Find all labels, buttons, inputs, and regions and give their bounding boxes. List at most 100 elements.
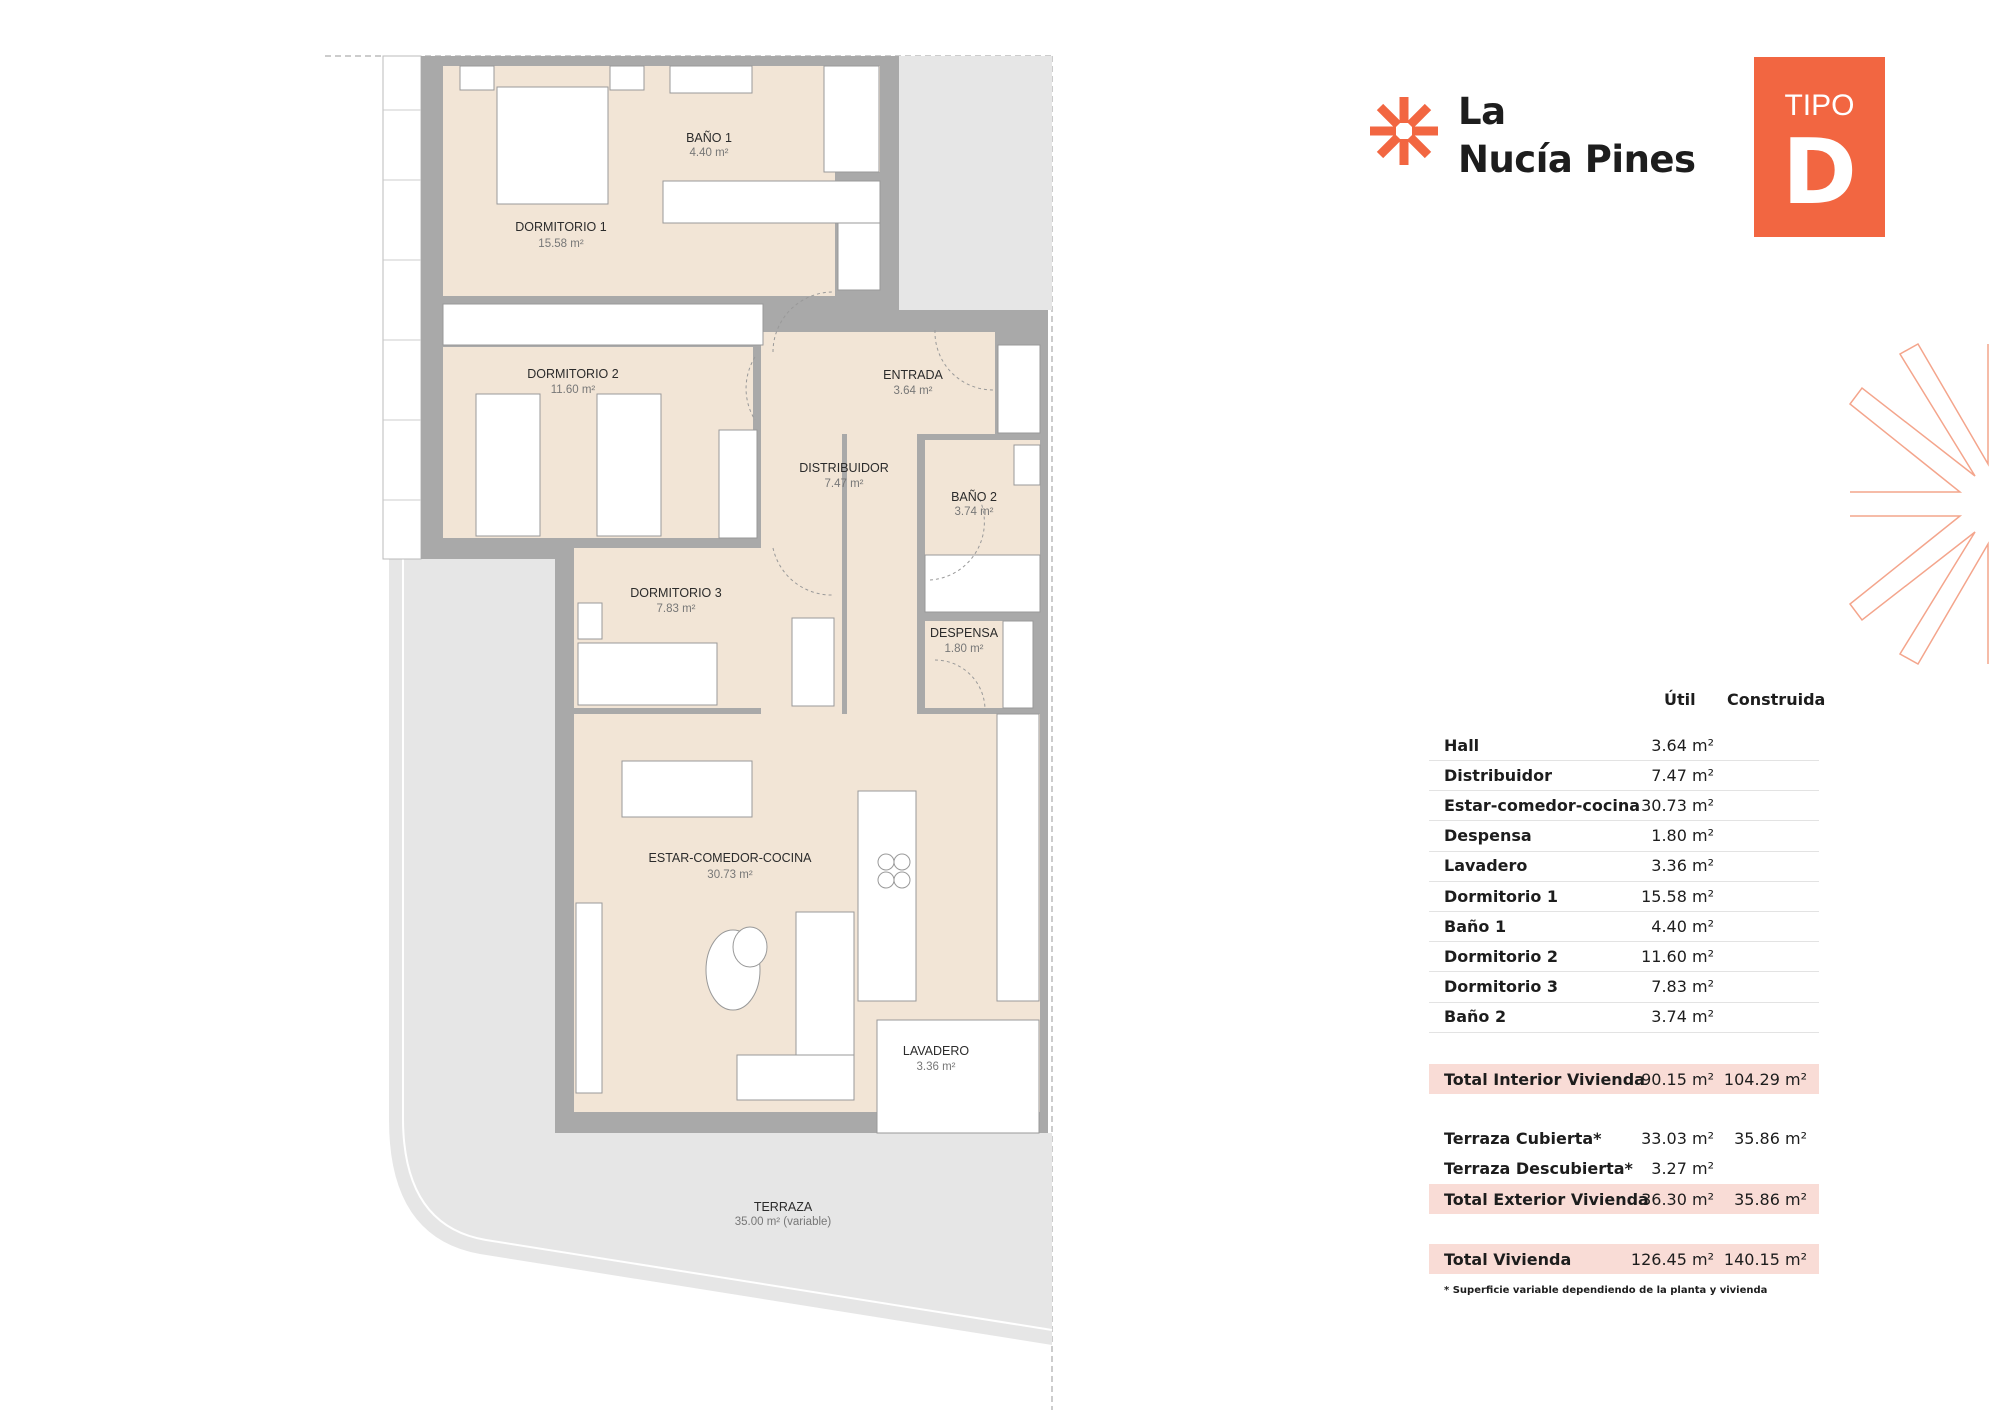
table-row: Lavadero 3.36 m²: [1429, 851, 1819, 882]
row-name: Baño 2: [1444, 1007, 1507, 1027]
row-util: 30.73 m²: [1641, 795, 1714, 815]
table-row: Distribuidor 7.47 m²: [1429, 760, 1819, 792]
single-bed-3: [577, 642, 718, 706]
single-bed-1: [475, 393, 541, 537]
wardrobe-dormitorio-1: [662, 180, 881, 224]
double-bed: [496, 86, 609, 205]
row-util: 36.30 m²: [1641, 1189, 1714, 1209]
label-lavadero: LAVADERO: [903, 1044, 970, 1058]
row-util: 7.83 m²: [1651, 977, 1714, 997]
row-name: Baño 1: [1444, 916, 1507, 936]
area-distribuidor: 7.47 m²: [825, 478, 864, 490]
row-util: 3.36 m²: [1651, 856, 1714, 876]
single-bed-2: [596, 393, 662, 537]
wardrobe-side: [837, 222, 881, 291]
row-name: Lavadero: [1444, 856, 1528, 876]
unit-type-label: TIPO: [1784, 89, 1855, 122]
row-name: Despensa: [1444, 826, 1532, 846]
label-estar-comedor-cocina: ESTAR-COMEDOR-COCINA: [649, 851, 813, 865]
area-lavadero: 3.36 m²: [917, 1061, 956, 1073]
row-util: 11.60 m²: [1641, 946, 1714, 966]
label-distribuidor: DISTRIBUIDOR: [799, 461, 889, 475]
wardrobe-dormitorio-2: [442, 303, 764, 346]
total-vivienda-row: Total Vivienda 126.45 m² 140.15 m²: [1429, 1244, 1819, 1274]
balcony-strip: [382, 55, 422, 560]
table-row: Despensa 1.80 m²: [1429, 821, 1819, 852]
row-util: 3.74 m²: [1651, 1007, 1714, 1027]
terrace-railing: [402, 559, 1053, 1331]
label-terraza: TERRAZA: [754, 1200, 813, 1214]
total-interior-row: Total Interior Vivienda 90.15 m² 104.29 …: [1429, 1064, 1819, 1094]
patio-area: [899, 56, 1052, 310]
footnote: * Superficie variable dependiendo de la …: [1444, 1285, 1768, 1296]
row-name: Total Interior Vivienda: [1444, 1069, 1645, 1089]
unit-type-letter: D: [1782, 120, 1857, 225]
area-despensa: 1.80 m²: [945, 643, 984, 655]
table-row: Dormitorio 1 15.58 m²: [1429, 881, 1819, 912]
row-util: 15.58 m²: [1641, 886, 1714, 906]
table-row: Hall 3.64 m²: [1429, 730, 1819, 761]
row-construida: 140.15 m²: [1723, 1249, 1807, 1269]
area-dormitorio-1: 15.58 m²: [538, 238, 584, 250]
brand-name: La Nucía Pines: [1458, 88, 1696, 184]
room-entrada: [842, 332, 995, 434]
wardrobe-entrada: [997, 344, 1041, 434]
shower-bano-1: [823, 65, 880, 173]
row-util: 3.64 m²: [1651, 735, 1714, 755]
label-dormitorio-1: DORMITORIO 1: [515, 220, 606, 234]
row-name: Total Exterior Vivienda: [1444, 1189, 1649, 1209]
label-bano-2: BAÑO 2: [951, 490, 997, 504]
unit-type-badge: TIPO D: [1754, 57, 1885, 237]
area-bano-2: 3.74 m²: [955, 506, 994, 518]
kitchen-counter: [996, 713, 1040, 1002]
row-name: Dormitorio 2: [1444, 946, 1559, 966]
row-name: Terraza Cubierta*: [1444, 1128, 1602, 1148]
header-util: Útil: [1664, 690, 1696, 709]
row-util: 3.27 m²: [1651, 1158, 1714, 1178]
table-row: Baño 1 4.40 m²: [1429, 911, 1819, 943]
row-name: Hall: [1444, 735, 1480, 755]
room-corridor: [847, 434, 917, 714]
label-dormitorio-3: DORMITORIO 3: [630, 586, 721, 600]
tv-unit: [575, 902, 603, 1094]
brand-logo-icon: [1370, 97, 1438, 165]
area-entrada: 3.64 m²: [894, 385, 933, 397]
row-util: 4.40 m²: [1651, 916, 1714, 936]
area-dormitorio-3: 7.83 m²: [657, 603, 696, 615]
room-lavadero: [876, 1019, 1040, 1134]
decorative-star-icon: [1848, 342, 1989, 666]
terraza-cubierta-row: Terraza Cubierta* 33.03 m² 35.86 m²: [1429, 1123, 1819, 1153]
row-name: Dormitorio 1: [1444, 886, 1559, 906]
shower-bano-2: [924, 554, 1041, 613]
terraza-descubierta-row: Terraza Descubierta* 3.27 m²: [1429, 1153, 1819, 1183]
label-entrada: ENTRADA: [883, 368, 943, 382]
row-construida: 35.86 m²: [1734, 1128, 1807, 1148]
label-despensa: DESPENSA: [930, 626, 999, 640]
sink-bano-1: [669, 65, 753, 94]
row-construida: 104.29 m²: [1723, 1069, 1807, 1089]
row-name: Distribuidor: [1444, 765, 1552, 785]
brand-line-1: La: [1458, 90, 1506, 133]
wardrobe-dormitorio-3: [791, 617, 835, 707]
row-util: 7.47 m²: [1651, 765, 1714, 785]
label-bano-1: BAÑO 1: [686, 131, 732, 145]
table-row: Baño 2 3.74 m²: [1429, 1002, 1819, 1033]
total-exterior-row: Total Exterior Vivienda 36.30 m² 35.86 m…: [1429, 1184, 1819, 1214]
wardrobe-distribuidor: [718, 429, 758, 539]
area-terraza: 35.00 m² (variable): [735, 1216, 832, 1228]
area-estar-comedor-cocina: 30.73 m²: [707, 869, 753, 881]
brand-line-2: Nucía Pines: [1458, 138, 1696, 181]
row-util: 1.80 m²: [1651, 826, 1714, 846]
row-name: Estar-comedor-cocina: [1444, 795, 1641, 815]
row-util: 126.45 m²: [1630, 1249, 1714, 1269]
despensa-shelves: [1002, 620, 1034, 709]
row-util: 90.15 m²: [1641, 1069, 1714, 1089]
row-util: 33.03 m²: [1641, 1128, 1714, 1148]
label-dormitorio-2: DORMITORIO 2: [527, 367, 618, 381]
area-dormitorio-2: 11.60 m²: [551, 384, 596, 396]
row-name: Terraza Descubierta*: [1444, 1158, 1633, 1178]
